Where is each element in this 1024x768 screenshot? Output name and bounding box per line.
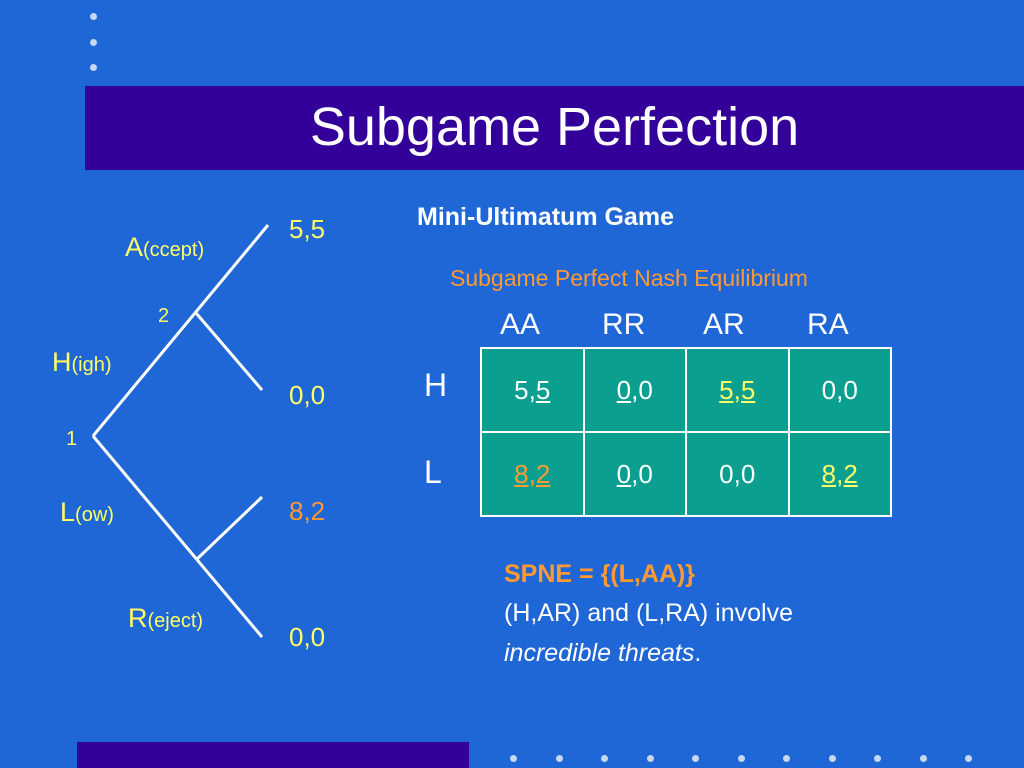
cell-h-aa: 5,5 [480,347,585,433]
cell-l-ra: 8,2 [787,431,892,517]
move-low-letter: L [60,497,76,527]
slide-title: Subgame Perfection [309,97,800,157]
column-header-rr: RR [602,308,646,341]
payoff-low-accept: 8,2 [289,496,326,526]
decorative-dot [647,755,654,762]
cell-h-ra: 0,0 [787,347,892,433]
payoff-low-reject: 0,0 [289,622,326,652]
cell-l-ar: 0,0 [685,431,790,517]
move-reject-label: R(eject) [128,603,203,634]
cell-l-ra-value: 8,2 [821,458,858,489]
table-row-l: 8,2 0,0 0,0 8,2 [480,431,892,517]
branch-high [91,224,270,437]
row-header-h: H [424,367,448,403]
cell-h-ar-value: 5,5 [719,374,756,405]
move-low-rest: (ow) [75,504,114,526]
cell-h-rr: 0,0 [582,347,687,433]
threat-period: . [694,639,702,667]
move-accept-label: A(ccept) [125,232,204,263]
cell-h-aa-first: 5, [514,374,536,405]
payoff-high-reject: 0,0 [289,380,326,410]
column-header-ar: AR [703,308,745,341]
cell-h-rr-first: 0 [616,374,632,405]
decorative-dot [692,755,699,762]
branch-high-reject [194,312,264,391]
branch-low-accept [194,495,264,562]
move-high-letter: H [52,347,72,377]
move-low-label: L(ow) [60,497,114,528]
cell-l-aa: 8,2 [480,431,585,517]
decorative-dot [738,755,745,762]
move-reject-rest: (eject) [147,610,204,632]
decorative-dot [90,64,97,71]
move-high-rest: (igh) [71,354,112,376]
threat-statement: (H,AR) and (L,RA) involve [504,599,793,627]
decorative-dot [874,755,881,762]
column-header-aa: AA [500,308,541,341]
payoff-matrix: 5,5 0,0 5,5 0,0 8,2 0,0 0,0 8,2 [480,347,892,517]
decorative-dot [90,13,97,20]
threat-statement-end: incredible threats. [504,639,701,668]
cell-l-ar-value: 0,0 [719,458,756,489]
cell-l-aa-value: 8,2 [514,458,551,489]
cell-l-rr-second: ,0 [631,458,653,489]
decorative-dot [965,755,972,762]
incredible-threats-text: incredible threats [504,639,695,667]
spne-statement: SPNE = {(L,AA)} [504,560,696,588]
cell-h-rr-second: ,0 [631,374,653,405]
move-accept-letter: A [125,232,144,262]
decorative-dot [556,755,563,762]
decorative-dot [510,755,517,762]
title-bar: Subgame Perfection [85,86,1024,170]
cell-h-ar: 5,5 [685,347,790,433]
bottom-bar [77,742,469,768]
cell-h-aa-second: 5 [535,374,551,405]
move-high-label: H(igh) [52,347,112,378]
branch-low [91,435,264,638]
decorative-dot [829,755,836,762]
move-accept-rest: (ccept) [143,239,205,261]
decorative-dot [90,39,97,46]
cell-l-rr: 0,0 [582,431,687,517]
move-reject-letter: R [128,603,148,633]
game-title: Mini-Ultimatum Game [417,203,674,231]
column-header-ra: RA [807,308,849,341]
payoff-high-accept: 5,5 [289,214,326,244]
decorative-dot [783,755,790,762]
table-row-h: 5,5 0,0 5,5 0,0 [480,347,892,433]
cell-l-rr-first: 0 [616,458,632,489]
decorative-dot [920,755,927,762]
node-2-label: 2 [158,305,170,327]
node-1-label: 1 [66,428,78,450]
row-header-l: L [424,454,442,490]
cell-h-ra-value: 0,0 [821,374,858,405]
decorative-dot [601,755,608,762]
equilibrium-heading: Subgame Perfect Nash Equilibrium [450,265,808,291]
